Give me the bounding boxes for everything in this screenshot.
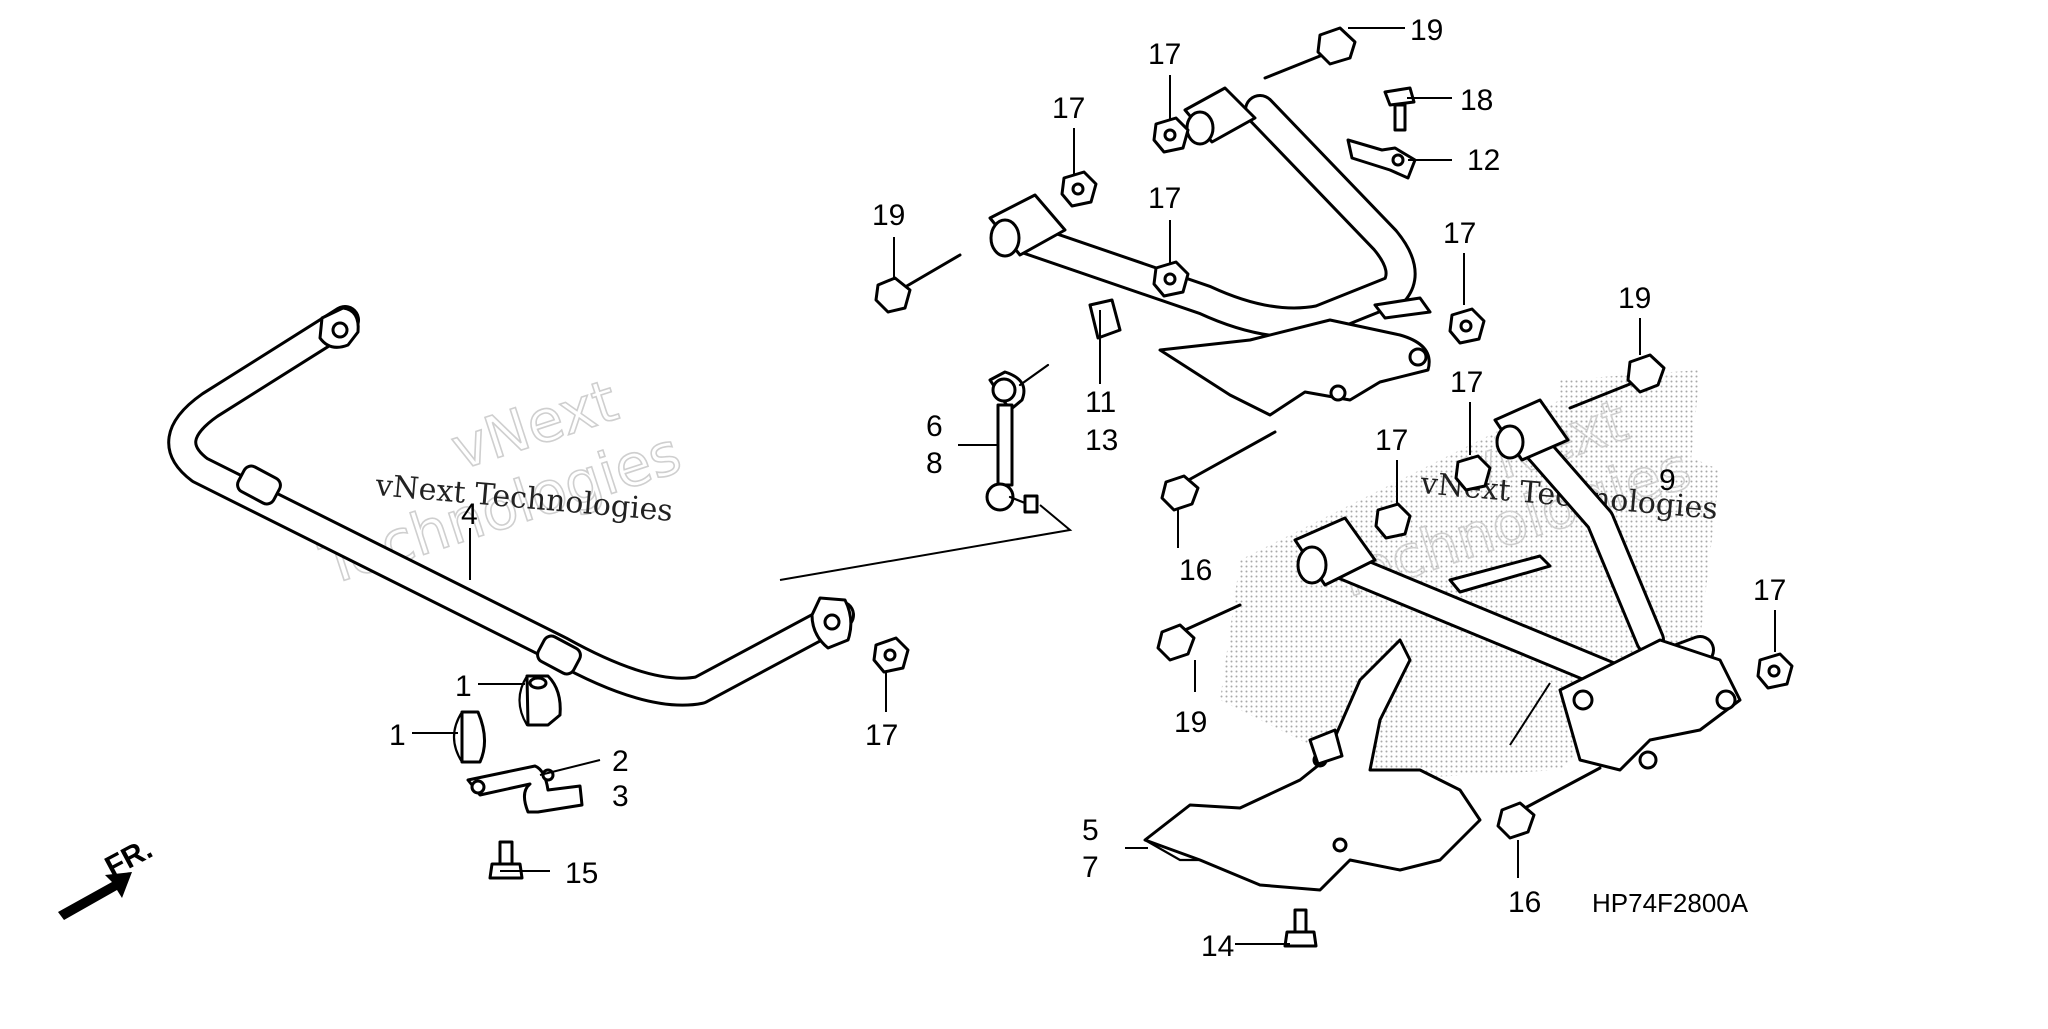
- callout-19: 19: [1410, 14, 1443, 47]
- part-code: HP74F2800A: [1592, 888, 1749, 918]
- bolt-19-lower: [1156, 603, 1242, 662]
- callout-1: 1: [455, 670, 472, 703]
- bolt-14: [1283, 908, 1318, 948]
- nut-17-top: [1152, 116, 1190, 154]
- callout-19: 19: [1618, 282, 1651, 315]
- nut-17-bar: [872, 636, 910, 674]
- callout-4: 4: [461, 498, 478, 531]
- lower-arm: [1293, 398, 1742, 772]
- callout-17: 17: [1443, 217, 1476, 250]
- bushing-upper: [518, 674, 562, 727]
- callout-19: 19: [872, 199, 905, 232]
- nut-17-right: [1448, 307, 1486, 345]
- callout-18: 18: [1460, 84, 1493, 117]
- callout-5: 5: [1082, 814, 1099, 847]
- leader-lines: [412, 27, 1776, 945]
- bolt-15: [488, 840, 524, 880]
- nut-17-mid: [1152, 260, 1190, 298]
- callout-1: 1: [389, 719, 406, 752]
- callout-9: 9: [1659, 464, 1676, 497]
- nut-17-far-right: [1756, 652, 1794, 690]
- stabilizer-bar: [167, 305, 855, 707]
- callout-17: 17: [865, 719, 898, 752]
- callout-16: 16: [1508, 886, 1541, 919]
- callout-17: 17: [1753, 574, 1786, 607]
- callout-14: 14: [1201, 930, 1234, 963]
- front-arrow-icon: FR.: [58, 832, 158, 920]
- callout-17: 17: [1148, 182, 1181, 215]
- callout-2: 2: [612, 745, 629, 778]
- callout-17: 17: [1052, 92, 1085, 125]
- callouts: 1 1 2 3 4 5 7 6 8 9 11 13 12 14 15 16 16…: [389, 14, 1786, 963]
- callout-6: 6: [926, 410, 943, 443]
- nut-17-lower-arm-b: [1374, 502, 1412, 540]
- stabilizer-holder: [466, 764, 584, 814]
- callout-15: 15: [565, 857, 598, 890]
- stabilizer-link: [985, 363, 1050, 514]
- callout-11: 11: [1085, 386, 1116, 419]
- nut-17-lower-arm-a: [1454, 454, 1492, 492]
- callout-16: 16: [1179, 554, 1212, 587]
- nut-17-upper-left: [1060, 170, 1098, 208]
- bolt-19-left: [874, 253, 962, 314]
- bolt-19-top: [1263, 26, 1357, 80]
- bolt-16-upper: [1160, 430, 1277, 512]
- callout-19: 19: [1174, 706, 1207, 739]
- bolt-19-right: [1568, 353, 1666, 410]
- bolt-16-lower: [1496, 766, 1602, 840]
- bushing-lower: [452, 710, 486, 764]
- callout-8: 8: [926, 447, 943, 480]
- arm-guard: [1143, 638, 1482, 892]
- callout-12: 12: [1467, 144, 1500, 177]
- upper-arm: [988, 86, 1432, 417]
- callout-17: 17: [1450, 366, 1483, 399]
- callout-13: 13: [1085, 424, 1118, 457]
- bolt-18: [1383, 86, 1416, 132]
- callout-3: 3: [612, 780, 629, 813]
- callout-17: 17: [1375, 424, 1408, 457]
- bracket-12: [1346, 138, 1417, 180]
- callout-7: 7: [1082, 851, 1099, 884]
- callout-17: 17: [1148, 38, 1181, 71]
